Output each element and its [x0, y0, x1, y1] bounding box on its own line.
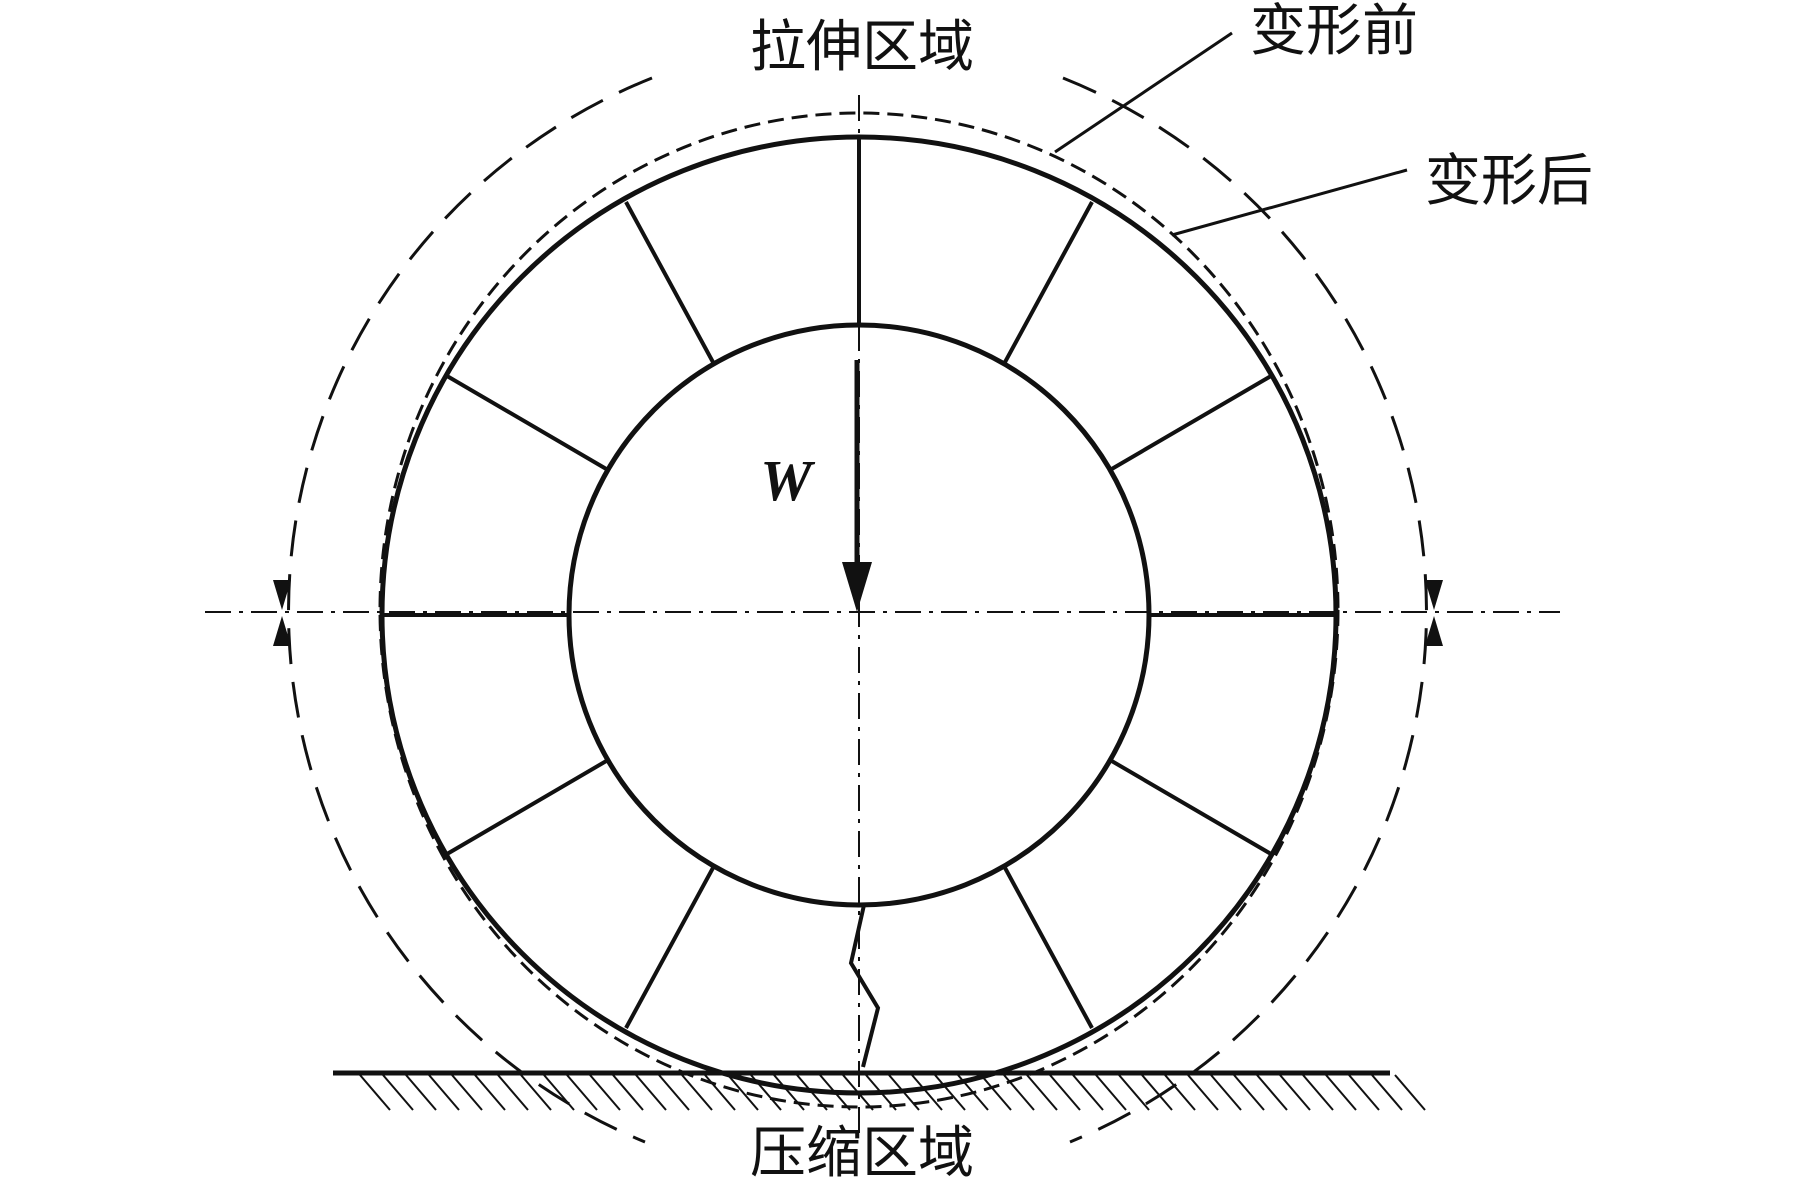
hatch-stroke [1233, 1074, 1265, 1111]
top-zone-label: 拉伸区域 [750, 15, 974, 80]
hatch-stroke [1072, 1074, 1104, 1111]
left-arrow-down [273, 580, 291, 610]
hatch-stroke [1026, 1074, 1058, 1111]
hatch-stroke [750, 1074, 782, 1111]
hatch-stroke [819, 1074, 851, 1111]
bottom-zone-label: 压缩区域 [750, 1121, 974, 1182]
hatch-stroke [589, 1074, 621, 1111]
hatch-stroke [704, 1074, 736, 1111]
spoke [1002, 865, 1094, 1029]
hatch-stroke [382, 1074, 414, 1111]
leader-after [1171, 168, 1408, 237]
hatch-stroke [1279, 1074, 1311, 1111]
hatch-stroke [980, 1074, 1012, 1111]
hatch-stroke [405, 1074, 437, 1111]
load-arrow-head [842, 562, 872, 612]
hatch-stroke [658, 1074, 690, 1111]
hatch-stroke [1003, 1074, 1035, 1111]
spoke [1108, 374, 1273, 472]
hatch-stroke [796, 1074, 828, 1111]
hatch-stroke [1302, 1074, 1334, 1111]
hatch-stroke [612, 1074, 644, 1111]
hatch-stroke [957, 1074, 989, 1111]
hatch-stroke [865, 1074, 897, 1111]
hatch-stroke [566, 1074, 598, 1111]
hatch-stroke [1394, 1074, 1426, 1111]
outer-arc-right [1062, 76, 1428, 1144]
leader-before [1054, 31, 1233, 154]
left-arrow-up [273, 616, 291, 646]
hatch-stroke [681, 1074, 713, 1111]
width-dimension-arrows [273, 580, 1443, 646]
hatch-stroke [1095, 1074, 1127, 1111]
hatch-stroke [1210, 1074, 1242, 1111]
hatch-stroke [1371, 1074, 1403, 1111]
hatch-stroke [1348, 1074, 1380, 1111]
spoke [1108, 758, 1273, 856]
hatch-stroke [1187, 1074, 1219, 1111]
hatch-stroke [1141, 1074, 1173, 1111]
hatch-stroke [451, 1074, 483, 1111]
hatch-stroke [842, 1074, 874, 1111]
hatch-stroke [359, 1074, 391, 1111]
ground-hatching [359, 1074, 1426, 1111]
right-arrow-down [1425, 580, 1443, 610]
right-arrow-up [1425, 616, 1443, 646]
after-deformation-label: 变形后 [1425, 149, 1593, 214]
hatch-stroke [474, 1074, 506, 1111]
spoke [624, 865, 716, 1029]
spoke [445, 758, 610, 856]
hatch-stroke [635, 1074, 667, 1111]
outer-zone-arcs [287, 76, 1428, 1144]
outer-arc-left [287, 76, 653, 1144]
hatch-stroke [773, 1074, 805, 1111]
hatch-stroke [520, 1074, 552, 1111]
hatch-stroke [1164, 1074, 1196, 1111]
centre-lines [205, 95, 1560, 1140]
hatch-stroke [1118, 1074, 1150, 1111]
before-deformation-label: 变形前 [1250, 0, 1418, 64]
hatch-stroke [1049, 1074, 1081, 1111]
hatch-stroke [543, 1074, 575, 1111]
hatch-stroke [888, 1074, 920, 1111]
hatch-stroke [1325, 1074, 1357, 1111]
hatch-stroke [428, 1074, 460, 1111]
hatch-stroke [497, 1074, 529, 1111]
cracked-spoke [848, 904, 881, 1068]
spoke [624, 201, 716, 365]
leader-lines [1054, 31, 1408, 237]
hatch-stroke [934, 1074, 966, 1111]
spoke [1002, 201, 1094, 365]
hatch-stroke [727, 1074, 759, 1111]
hatch-stroke [1256, 1074, 1288, 1111]
load-arrow [842, 360, 872, 612]
spoke [445, 374, 610, 472]
load-label: W [760, 448, 815, 513]
hatch-stroke [911, 1074, 943, 1111]
